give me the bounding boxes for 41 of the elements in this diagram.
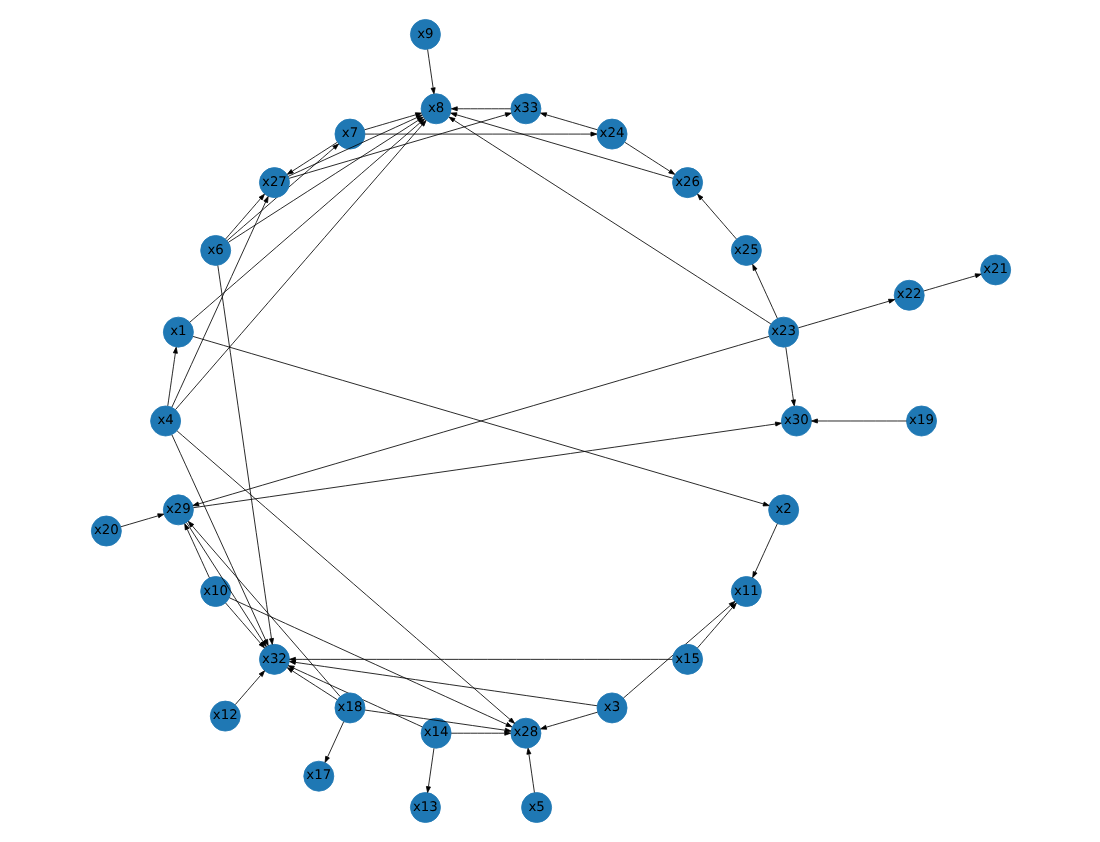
- arrow: [810, 418, 906, 424]
- arrow: [751, 523, 777, 579]
- arrow: [539, 112, 597, 131]
- arrow: [191, 336, 769, 507]
- arrow: [119, 513, 164, 528]
- arrow: [288, 659, 597, 707]
- arrow: [323, 721, 344, 763]
- arrow: [922, 273, 981, 292]
- arrow: [623, 141, 675, 175]
- arrow: [186, 521, 340, 697]
- arrow: [191, 421, 781, 509]
- arrow: [285, 141, 337, 175]
- arrow: [363, 709, 511, 733]
- arrow: [363, 131, 597, 137]
- arrow: [425, 747, 434, 793]
- arrow: [449, 730, 510, 736]
- arrow: [224, 602, 264, 649]
- arrow: [183, 523, 209, 579]
- arrow: [288, 656, 672, 662]
- arrow: [216, 265, 273, 645]
- arrow: [285, 667, 337, 701]
- arrow: [363, 112, 421, 131]
- arrow: [170, 434, 268, 646]
- arrow: [426, 49, 435, 95]
- arrow: [622, 601, 735, 699]
- arrow: [796, 298, 895, 329]
- arrow: [696, 602, 736, 649]
- arrow: [449, 112, 673, 179]
- arrow: [287, 112, 511, 179]
- arrow: [224, 193, 264, 240]
- arrow: [170, 196, 268, 408]
- arrow: [450, 106, 511, 112]
- arrow: [233, 670, 264, 706]
- arrow: [539, 711, 597, 730]
- arrow: [751, 263, 777, 319]
- arrow: [696, 193, 736, 240]
- arrow: [525, 747, 534, 793]
- arrow: [784, 346, 795, 407]
- arrow: [166, 346, 177, 407]
- arrow: [185, 522, 266, 648]
- arrow: [225, 143, 338, 241]
